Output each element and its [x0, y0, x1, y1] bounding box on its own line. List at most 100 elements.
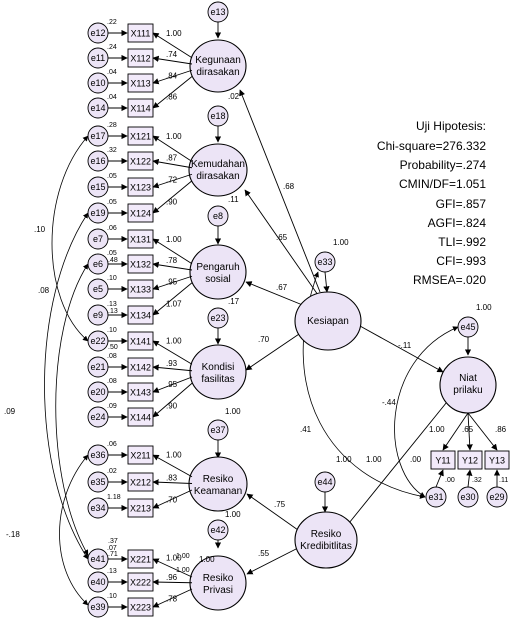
disturbance-value: .02	[228, 92, 240, 101]
loading-value: .74	[166, 50, 178, 59]
error-variance: .06	[107, 441, 117, 448]
indicator-label: X113	[130, 79, 150, 89]
indicator-error	[87, 381, 109, 403]
fit-statistics: Uji Hipotesis: Chi-square=276.332 Probab…	[377, 119, 486, 287]
error-variance: .32	[107, 147, 117, 154]
disturbance-arrows	[214, 22, 472, 549]
indicator-error-label: e12	[90, 28, 105, 38]
loading-value: 1.00	[166, 450, 182, 459]
loading-value: .90	[166, 401, 178, 410]
latent-pengaruh-sosial	[189, 244, 247, 300]
error-variance: .04	[107, 69, 117, 76]
indicator-error	[87, 304, 109, 326]
misc-value: 1.00	[176, 567, 190, 574]
indicator-error	[87, 444, 109, 466]
indicator-label: X132	[130, 260, 151, 270]
loading-arrow	[152, 340, 193, 365]
indicator-error-label: e17	[90, 131, 105, 141]
fit-line: Probability=.274	[400, 158, 487, 172]
indicator-error-label: e10	[90, 78, 105, 88]
error-variance: .28	[107, 122, 117, 129]
cov-value: .10	[34, 225, 46, 234]
latent-kegunaan-dirasakan	[189, 39, 247, 93]
latent-label: Niat	[459, 373, 477, 384]
error-variance: .10	[107, 593, 117, 600]
indicator-error	[87, 278, 109, 300]
error-e42	[207, 519, 229, 541]
indicator-error-label: e9	[93, 310, 103, 320]
indicator-label: X124	[130, 209, 151, 219]
indicator-error-label: e34	[90, 503, 105, 513]
fit-line: RMSEA=.020	[413, 273, 486, 287]
latent-label: Kondisi	[202, 362, 235, 373]
indicator-error	[87, 356, 109, 378]
indicator-error-label: e35	[90, 477, 105, 487]
fit-line: AGFI=.824	[428, 216, 487, 230]
path-value: -.11	[398, 341, 412, 350]
loading-arrow	[152, 76, 193, 109]
loading-value: .95	[166, 380, 178, 389]
indicator-error-label: e15	[90, 182, 105, 192]
latent-kemudahan-dirasakan	[188, 143, 248, 197]
indicator-error	[87, 471, 109, 493]
error-label: e45	[460, 322, 475, 332]
error-e45	[457, 316, 479, 338]
latent-label: sosial	[205, 274, 231, 285]
indicator-box	[127, 572, 154, 592]
error-label: e37	[210, 425, 225, 435]
cov-e36-e39	[59, 454, 89, 606]
latent-label: Kesiapan	[307, 316, 349, 327]
error-variance: .10	[107, 327, 117, 334]
disturbance-value: 1.00	[333, 238, 349, 247]
path-kesiapan-kemudahan	[244, 189, 319, 296]
indicator-error-label: e6	[93, 259, 103, 269]
error-label: e42	[210, 525, 225, 535]
indicator-error-label: e7	[93, 234, 103, 244]
loading-value: 1.00	[166, 29, 182, 38]
cov-value: -.18	[6, 530, 20, 539]
indicator-label: X123	[130, 183, 151, 193]
path-value: .00	[410, 455, 422, 464]
misc-value: .13	[108, 308, 118, 315]
loading-value: 1.00	[166, 235, 182, 244]
error-variance: .13	[107, 301, 117, 308]
misc-values: .48 .13 .50 .37 .71 1.00 1.00	[108, 257, 190, 574]
indicator-label: Y11	[435, 456, 450, 466]
indicator-error	[457, 486, 479, 508]
loading-arrow	[442, 412, 469, 451]
indicator-box	[127, 48, 154, 68]
error-e23	[207, 307, 229, 329]
indicator-error	[87, 571, 109, 593]
indicator-error-label: e11	[91, 53, 105, 63]
path-kredibilitas-niat	[344, 391, 456, 529]
cov-e45-e31	[394, 326, 459, 498]
misc-value: .50	[108, 344, 118, 351]
indicator-box	[127, 177, 154, 197]
error-variance: .10	[107, 275, 117, 282]
indicator-error-label: e24	[90, 412, 105, 422]
indicator-label: X212	[130, 478, 151, 488]
latent-variables: Kegunaan dirasakan Kemudahan dirasakan P…	[188, 39, 497, 611]
indicator-error	[87, 97, 109, 119]
disturbance-value: 1.00	[476, 303, 492, 312]
arrow-e33	[323, 271, 330, 293]
disturbance-value: 1.00	[199, 555, 215, 564]
loading-arrow	[152, 238, 193, 265]
error-e44	[314, 471, 336, 493]
loading-value: .83	[166, 473, 178, 482]
disturbance-value: 1.00	[225, 510, 241, 519]
cov-value: .09	[4, 407, 16, 416]
path-value: .65	[276, 233, 288, 242]
loading-arrow	[152, 275, 193, 291]
loading-arrow	[152, 55, 193, 65]
cov-value: .08	[38, 286, 50, 295]
indicator-error-label: e21	[90, 362, 105, 372]
fit-line: Chi-square=276.332	[377, 139, 486, 153]
error-arrow	[435, 469, 444, 488]
loading-arrow	[152, 382, 193, 418]
fit-line: TLI=.992	[438, 235, 486, 249]
loading-value: .78	[166, 256, 178, 265]
indicator-box	[127, 498, 154, 518]
indicator-error	[87, 72, 109, 94]
